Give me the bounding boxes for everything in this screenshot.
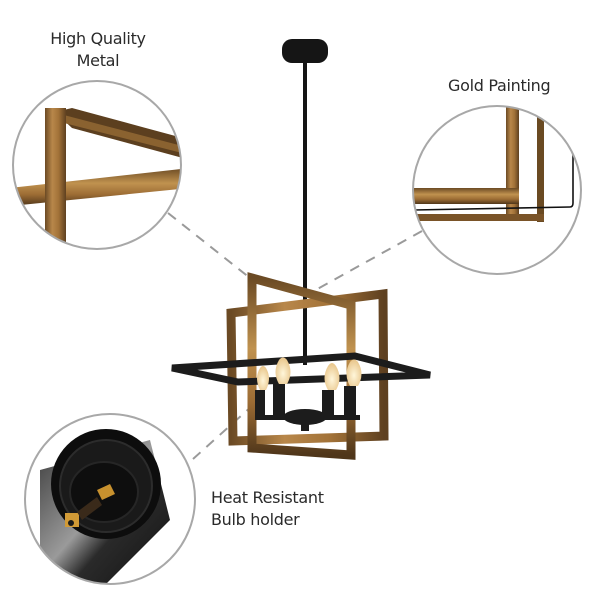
callout-metal-line1: High Quality (50, 29, 146, 48)
canopy (282, 39, 328, 63)
callout-holder-line1: Heat Resistant (211, 488, 324, 507)
callout-holder-label: Heat Resistant Bulb holder (211, 487, 324, 531)
callout-holder-line2: Bulb holder (211, 510, 300, 529)
zoom-circle-metal (12, 80, 182, 250)
bulbs (257, 357, 362, 390)
black-ring (171, 352, 431, 386)
zoom-circle-gold (412, 105, 582, 275)
callout-gold-line1: Gold Painting (448, 76, 551, 95)
callout-metal-line2: Metal (76, 51, 120, 70)
rod (303, 60, 307, 365)
candle-sockets (255, 384, 356, 418)
callout-gold-label: Gold Painting (448, 75, 551, 97)
wood-frame-front (247, 272, 356, 460)
callout-metal-label: High Quality Metal (28, 28, 168, 72)
chandelier (171, 39, 431, 460)
zoom-circle-holder (24, 413, 196, 585)
